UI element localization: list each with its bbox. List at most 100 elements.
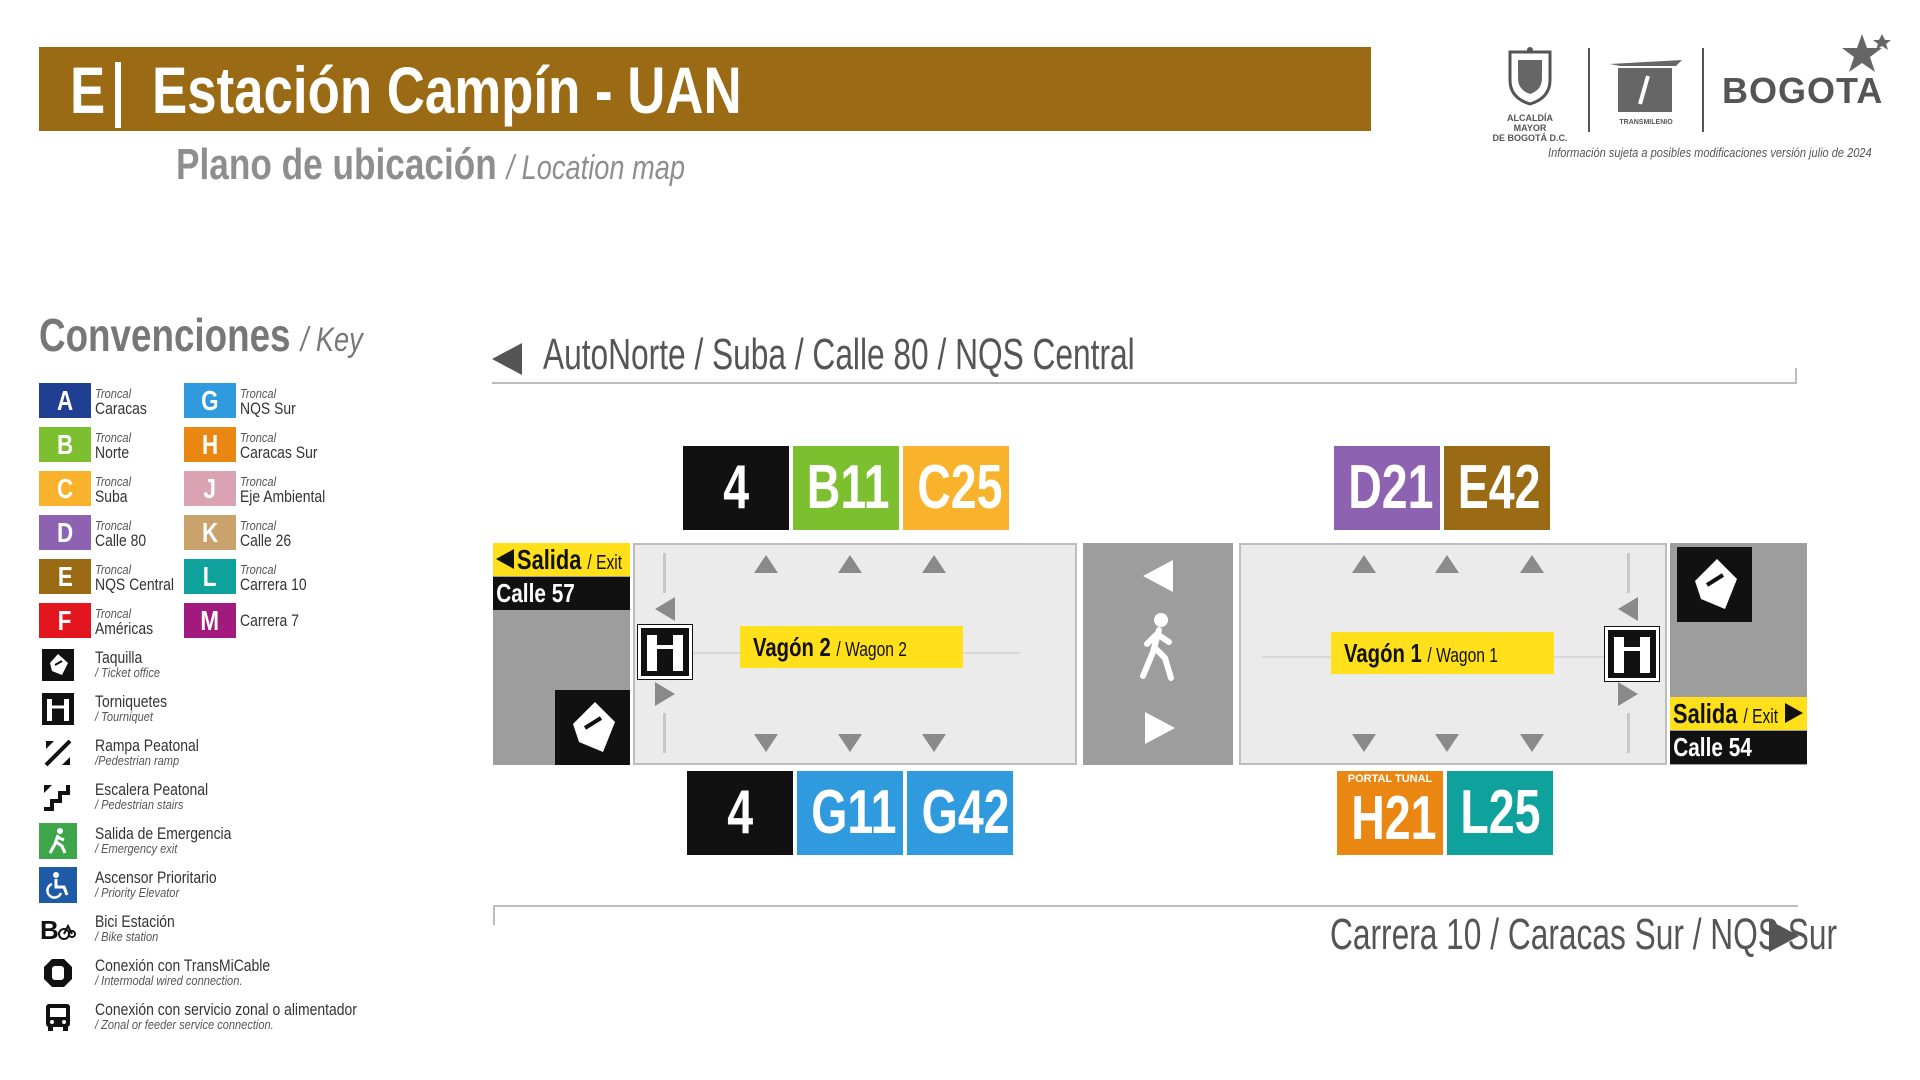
symbol-item-ticket-office: Taquilla/ Ticket office: [39, 647, 160, 691]
arrow-left-icon: [1618, 597, 1638, 621]
title-separator: [115, 62, 121, 128]
direction-south-line: [493, 905, 1798, 907]
door-arrow-down-icon: [922, 734, 946, 752]
priority-elevator-icon: [39, 867, 77, 903]
door-arrow-down-icon: [754, 734, 778, 752]
ticket-office-icon[interactable]: [555, 690, 630, 765]
pedestrian-stairs-icon: [39, 779, 77, 815]
door-arrow-down-icon: [838, 734, 862, 752]
pedestrian-ramp-icon: [39, 735, 77, 771]
exit-right-label-en: / Exit: [1743, 706, 1779, 728]
direction-north-line: [492, 382, 1797, 384]
troncal-badge: J: [184, 471, 236, 506]
symbol-list: Taquilla/ Ticket office Torniquetes/ Tou…: [39, 647, 357, 1043]
transmilenio-label: TRANSMILENIO: [1619, 119, 1673, 126]
symbol-item-turnstile: Torniquetes/ Tourniquet: [39, 691, 167, 735]
arrow-left-icon: [1143, 560, 1173, 592]
symbol-item-transmicable: Conexión con TransMiCable/ Intermodal wi…: [39, 955, 270, 999]
symbol-item-ramp: Rampa Peatonal/Pedestrian ramp: [39, 735, 199, 779]
troncal-name: NQS Central: [95, 575, 175, 594]
troncal-badge: D: [39, 515, 91, 550]
exit-right-street: Calle 54: [1670, 731, 1807, 764]
page-title: Estación Campín - UAN: [152, 53, 742, 127]
route-badge[interactable]: E42: [1444, 446, 1550, 530]
subtitle-en: / Location map: [506, 149, 685, 187]
bus-icon: [39, 999, 77, 1035]
bike-station-icon: B: [39, 911, 77, 947]
arrow-left-icon: [655, 597, 675, 621]
exit-left-sign: Salida / Exit: [493, 543, 630, 576]
door-arrow-up-icon: [1435, 555, 1459, 573]
route-badge[interactable]: L25: [1447, 771, 1553, 855]
symbol-item-bus: Conexión con servicio zonal o alimentado…: [39, 999, 357, 1043]
door-arrow-down-icon: [1435, 734, 1459, 752]
coat-of-arms-icon: [1508, 47, 1552, 106]
door-arrow-up-icon: [754, 555, 778, 573]
wagon-2-label: Vagón 2 / Wagon 2: [740, 626, 963, 668]
door-arrow-up-icon: [1352, 555, 1376, 573]
troncal-badge: G: [184, 383, 236, 418]
symbol-item-stairs: Escalera Peatonal/ Pedestrian stairs: [39, 779, 208, 823]
exit-arrow-right-icon: [1785, 703, 1803, 723]
troncal-badge: H: [184, 427, 236, 462]
wagon-1-label: Vagón 1 / Wagon 1: [1331, 632, 1554, 674]
route-badge[interactable]: B11: [793, 446, 899, 530]
turnstile-icon[interactable]: [1604, 626, 1660, 682]
line-letter: E: [70, 53, 106, 127]
symbol-item-elevator: Ascensor Prioritario/ Priority Elevator: [39, 867, 217, 911]
route-badge[interactable]: G42: [907, 771, 1013, 855]
troncal-name: Norte: [95, 443, 130, 462]
ticket-office-icon[interactable]: [1677, 547, 1752, 622]
transmilenio-icon: [1610, 60, 1682, 112]
direction-south-label: Carrera 10 / Caracas Sur / NQS Sur: [1330, 910, 1838, 959]
troncal-name: Calle 80: [95, 531, 147, 550]
ticket-office-icon: [39, 647, 77, 683]
door-arrow-down-icon: [1520, 734, 1544, 752]
routes-bottom-right: PORTAL TUNAL H21 L25: [1337, 771, 1553, 855]
troncal-badge: K: [184, 515, 236, 550]
arrow-right-icon: [1769, 920, 1799, 952]
troncal-badge: C: [39, 471, 91, 506]
title-bar: [39, 47, 1371, 131]
route-badge[interactable]: G11: [797, 771, 903, 855]
route-badge[interactable]: PORTAL TUNAL H21: [1337, 771, 1443, 855]
troncal-badge: A: [39, 383, 91, 418]
door-arrow-down-icon: [1352, 734, 1376, 752]
arrow-right-icon: [1618, 682, 1638, 706]
door-arrow-up-icon: [922, 555, 946, 573]
troncal-name: Américas: [95, 619, 154, 638]
door-arrow-up-icon: [838, 555, 862, 573]
transmilenio-logo: TRANSMILENIO: [1606, 56, 1686, 126]
pedestrian-icon: [1140, 613, 1174, 681]
troncal-badge: M: [184, 603, 236, 638]
routes-top-left: 4 B11 C25: [683, 446, 1009, 530]
page-subtitle: Plano de ubicación / Location map: [176, 140, 685, 190]
subtitle-es: Plano de ubicación: [176, 140, 497, 189]
route-badge[interactable]: C25: [903, 446, 1009, 530]
route-badge[interactable]: 4: [687, 771, 793, 855]
troncal-name: Carrera 7: [240, 611, 299, 630]
arrow-left-icon: [492, 343, 522, 375]
turnstile-icon[interactable]: [637, 624, 693, 680]
logo-divider: [1588, 48, 1590, 132]
exit-arrow-left-icon: [496, 549, 514, 569]
arrow-right-icon: [655, 682, 675, 706]
exit-left-label-en: / Exit: [587, 552, 623, 574]
emergency-exit-icon: [39, 823, 77, 859]
key-title: Convenciones / Key: [39, 308, 363, 362]
route-badge[interactable]: D21: [1334, 446, 1440, 530]
transmicable-icon: [39, 955, 77, 991]
route-badge[interactable]: 4: [683, 446, 789, 530]
routes-top-right: D21 E42: [1334, 446, 1550, 530]
disclaimer-text: Información sujeta a posibles modificaci…: [1548, 145, 1872, 160]
route-tag: PORTAL TUNAL: [1347, 773, 1433, 785]
alcaldia-logo: ALCALDÍA MAYOR DE BOGOTÁ D.C.: [1490, 46, 1570, 143]
